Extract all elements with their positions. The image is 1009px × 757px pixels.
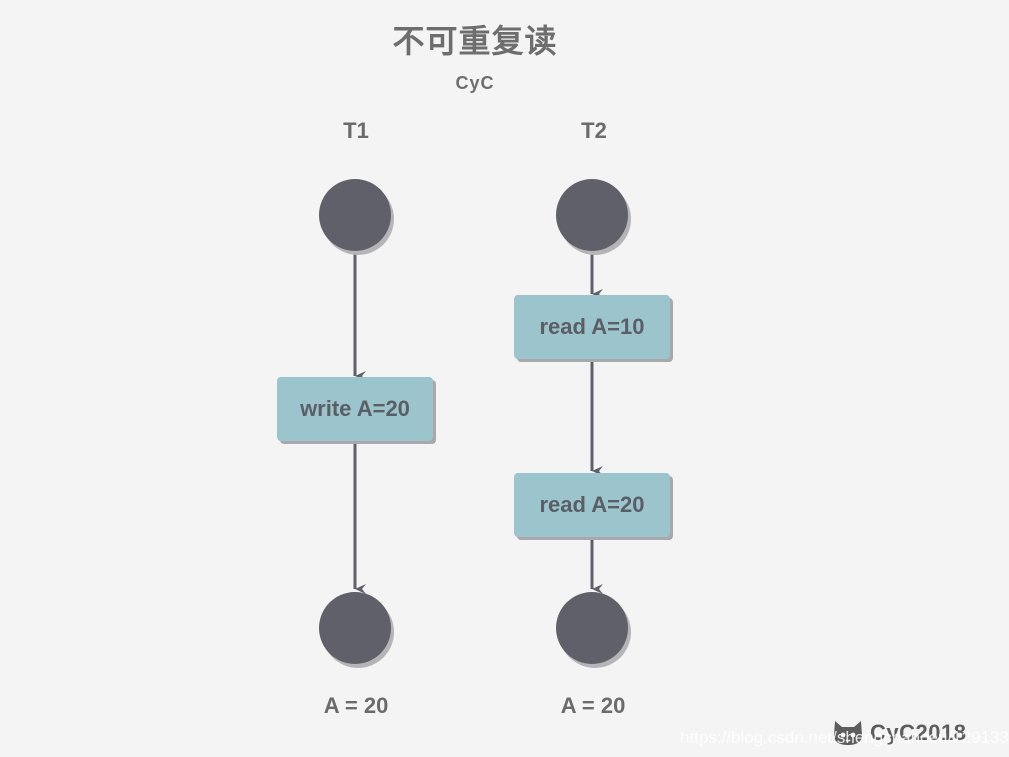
- t2-start-node: [556, 179, 628, 251]
- t1-end-node: [319, 592, 391, 664]
- flow-arrows: [353, 252, 603, 594]
- diagram-title: 不可重复读: [392, 22, 558, 60]
- t2-end-node: [556, 592, 628, 664]
- t2-read1-step-label: read A=10: [539, 314, 645, 339]
- t2-read2-step-label: read A=20: [539, 492, 645, 517]
- t2-read1-step: read A=10: [514, 295, 670, 359]
- t1-write-step-label: write A=20: [300, 396, 410, 421]
- t2-read2-step: read A=20: [514, 473, 670, 537]
- lane-title-t1: T1: [343, 118, 369, 143]
- lane-title-t2: T2: [581, 118, 607, 143]
- diagram-canvas: 不可重复读 CyC T1 T2 write A=20 A = 20 read A…: [277, 22, 966, 747]
- brand-watermark-text: CyC2018: [870, 720, 967, 745]
- diagram-subtitle: CyC: [455, 73, 495, 93]
- brand-watermark: CyC2018: [832, 719, 966, 747]
- t1-write-step: write A=20: [277, 377, 433, 441]
- source-url-watermark: https://blog.csdn.net/shengchanceu/12913…: [680, 728, 1009, 747]
- t1-result: A = 20: [323, 693, 389, 718]
- cat-icon: [834, 721, 862, 745]
- t1-start-node: [319, 179, 391, 251]
- t2-result: A = 20: [560, 693, 626, 718]
